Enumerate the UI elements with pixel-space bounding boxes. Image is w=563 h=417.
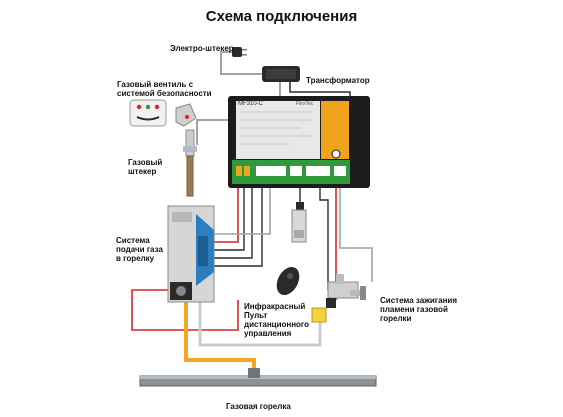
red-wire-1 (212, 186, 239, 243)
diagram-title: Схема подключения (205, 8, 358, 25)
safety-valve-knob-icon (175, 103, 197, 127)
controller-orange-plate (321, 101, 349, 159)
plug-wire (220, 51, 262, 75)
gas-plug-wire (196, 119, 233, 172)
controller-unit (228, 96, 370, 188)
gas-valve-label-1: Газовый вентиль с (117, 80, 194, 89)
gas-plug-label-1: Газовый (128, 158, 163, 167)
remote-label-2: Пульт (244, 311, 268, 320)
remote-label-3: дистанционного (244, 320, 310, 329)
ignition-system (311, 274, 366, 323)
burner-label: Газовая горелка (226, 402, 291, 411)
dark-wire-3 (212, 186, 263, 267)
gray-wire-2 (212, 186, 271, 235)
controller-brand: FlexTec (296, 101, 314, 107)
gas-plug-label-2: штекер (128, 167, 157, 176)
gas-burner-icon (139, 368, 377, 387)
ignition-label-1: Система зажигания (380, 296, 457, 305)
plug-label: Электро-штекер (170, 44, 234, 53)
controller-model: MF310-C (238, 101, 264, 107)
gas-plug-connector-icon (183, 129, 197, 197)
ignition-yellow-fitting (311, 307, 327, 323)
gas-supply-valve (167, 205, 215, 303)
ignition-label-3: горелки (380, 314, 412, 323)
ignition-wire-gray (339, 186, 373, 282)
ignition-wire-dark (319, 186, 329, 290)
transformer-icon (262, 66, 300, 82)
remote-label-4: управления (244, 329, 292, 338)
ir-remote-icon (276, 266, 300, 296)
transformer-label: Трансформатор (306, 76, 370, 85)
gas-valve-label-2: системой безопасности (117, 89, 212, 98)
gas-supply-label-3: в горелку (116, 254, 155, 263)
ir-receiver-sensor-icon (291, 202, 307, 243)
gas-supply-label-2: подачи газа (116, 245, 163, 254)
gas-pipe-pilot (198, 300, 322, 347)
ignition-label-2: пламени газовой (380, 305, 448, 314)
dark-wire-1 (212, 186, 245, 251)
red-wire-loop (131, 289, 239, 331)
gas-supply-label-1: Система (116, 236, 150, 245)
controller-label-plate (236, 101, 320, 159)
remote-label-1: Инфракрасный (244, 302, 306, 311)
electric-plug-icon (232, 47, 247, 57)
safety-valve-panel-icon (129, 99, 167, 127)
dark-wire-2 (212, 186, 253, 259)
